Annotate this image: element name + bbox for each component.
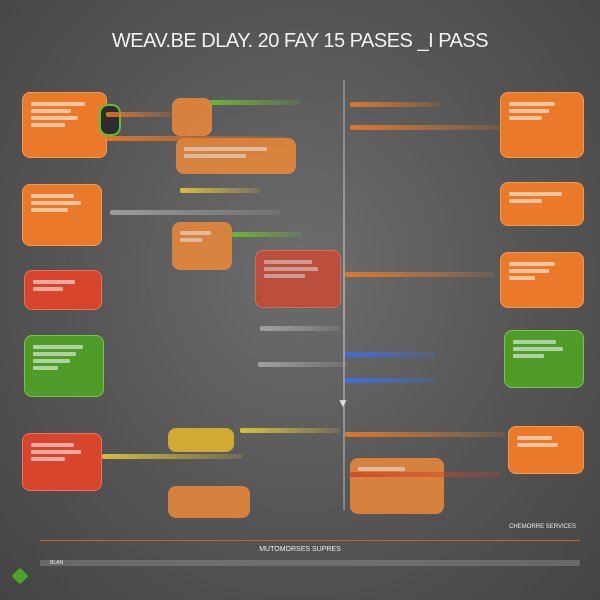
footer-left-label: BLAN xyxy=(50,560,64,566)
middle-box-7[interactable] xyxy=(350,458,444,514)
center-divider xyxy=(343,80,345,510)
node-connector-icon xyxy=(99,104,121,136)
connector xyxy=(350,125,500,130)
connector xyxy=(260,326,340,331)
connector xyxy=(345,378,435,383)
right-box-1[interactable] xyxy=(500,92,584,158)
connector xyxy=(350,472,500,477)
connector xyxy=(345,272,495,277)
connector xyxy=(345,432,505,437)
middle-box-6[interactable] xyxy=(168,486,250,518)
footer-right-label: CHEMORRE SERVICES xyxy=(509,524,576,530)
corner-logo-icon xyxy=(11,567,29,585)
footer-middle-label: MUTOMORSES SUPRES xyxy=(259,546,341,553)
right-box-5[interactable] xyxy=(508,426,584,474)
connector xyxy=(345,352,435,357)
connector xyxy=(240,428,340,433)
connector xyxy=(106,112,176,117)
middle-box-5[interactable] xyxy=(168,428,234,452)
footer-rule xyxy=(40,540,580,541)
connector xyxy=(102,454,242,459)
left-box-3[interactable] xyxy=(24,270,102,310)
right-box-2[interactable] xyxy=(500,182,584,226)
diagram-title: WEAV.BE DLAY. 20 FAY 15 PASES _I PASS xyxy=(111,30,489,52)
connector xyxy=(232,232,302,237)
connector xyxy=(258,362,348,367)
left-box-5[interactable] xyxy=(22,433,102,491)
connector xyxy=(180,188,260,193)
left-box-1[interactable] xyxy=(22,92,107,158)
middle-box-2[interactable] xyxy=(176,138,296,174)
middle-box-3[interactable] xyxy=(172,222,232,270)
left-box-2[interactable] xyxy=(22,184,102,246)
connector xyxy=(350,102,440,107)
middle-box-4[interactable] xyxy=(255,250,341,308)
right-box-3[interactable] xyxy=(500,252,584,308)
divider-arrow-icon: ▼ xyxy=(337,396,349,410)
right-box-4[interactable] xyxy=(504,330,584,388)
connector xyxy=(106,136,286,141)
left-box-4[interactable] xyxy=(24,335,104,397)
middle-box-1[interactable] xyxy=(172,98,212,136)
connector xyxy=(110,210,280,215)
connector xyxy=(210,100,300,105)
footer-bar xyxy=(40,560,580,566)
